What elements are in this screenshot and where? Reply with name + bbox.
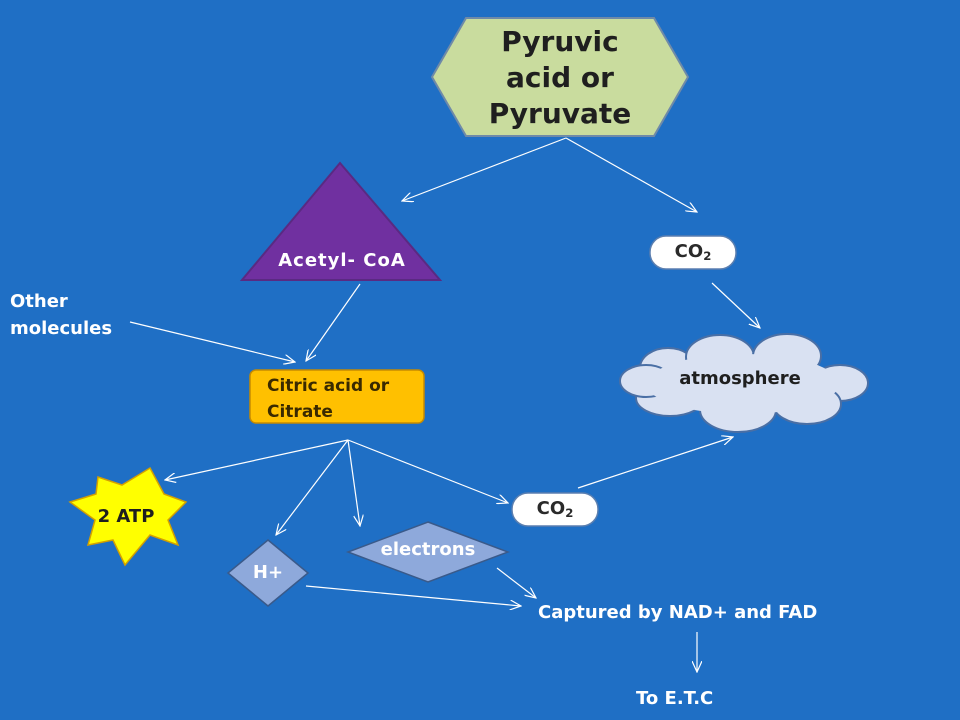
citrate-box [249, 369, 425, 424]
electrons-diamond [345, 521, 511, 583]
atp-label: 2 ATP [97, 506, 155, 527]
h-plus-diamond [226, 539, 310, 607]
arrow-acetyl-to-citrate [306, 283, 361, 361]
co2-top-label: CO2 [674, 241, 712, 263]
atmosphere-label: atmosphere [679, 368, 801, 389]
other-molecules-label: Other molecules [10, 291, 113, 339]
arrow-citrate-to-co2 [347, 439, 508, 503]
citrate-label: Citric acid or Citrate [267, 376, 390, 422]
etc-label: To E.T.C [636, 688, 714, 709]
pyruvate-label: Pyruvic acid or Pyruvate [488, 25, 632, 130]
arrow-co2-to-atmosphere [711, 282, 760, 328]
co2-bottom-label: CO2 [536, 498, 574, 520]
arrow-pyruvate-to-acetyl [402, 137, 567, 201]
arrow-hplus-to-captured [305, 585, 521, 606]
h-plus-label: H+ [252, 562, 284, 583]
arrow-citrate-to-hplus [276, 439, 349, 535]
pyruvate-hexagon [430, 17, 690, 137]
arrow-other-to-citrate [129, 321, 295, 362]
arrow-co2-to-atmosphere-lower [577, 437, 733, 489]
co2-top-box [649, 235, 737, 270]
arrow-pyruvate-to-co2 [565, 137, 697, 212]
atp-starburst [68, 466, 188, 567]
acetyl-coa-label: Acetyl- CoA [278, 250, 406, 271]
arrow-citrate-to-atp [165, 439, 349, 480]
atmosphere-cloud [619, 333, 869, 433]
electrons-label: electrons [380, 539, 476, 560]
arrow-citrate-to-electrons [347, 439, 360, 526]
co2-bottom-box [511, 492, 599, 527]
acetyl-coa-triangle [239, 161, 443, 281]
captured-label: Captured by NAD+ and FAD [538, 602, 818, 623]
arrow-electrons-to-captured [496, 567, 536, 598]
